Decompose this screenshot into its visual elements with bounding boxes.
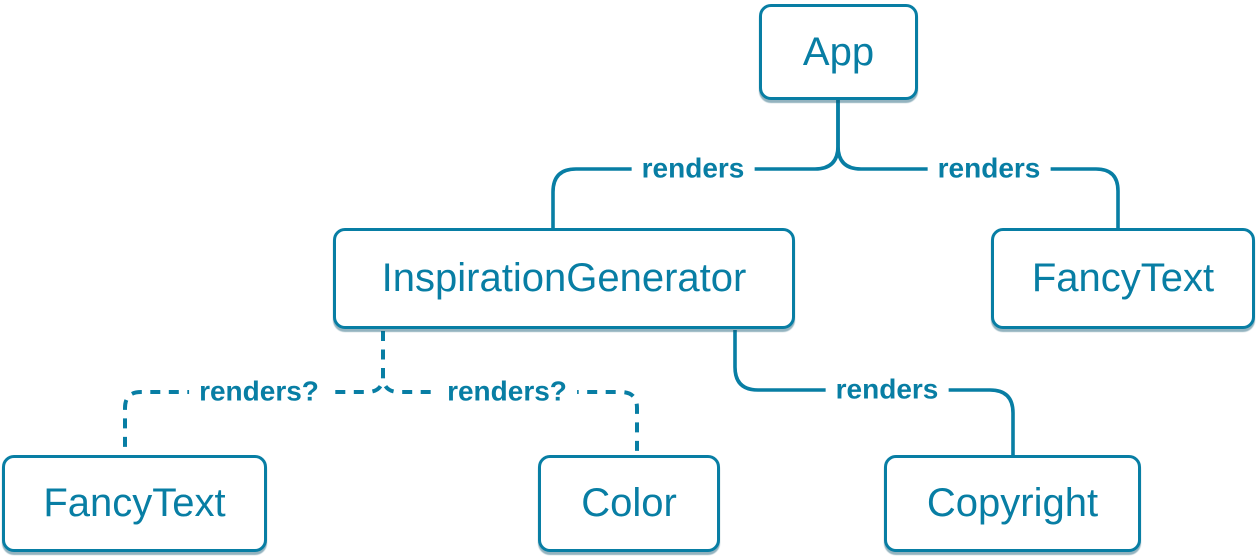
node-color-label: Color — [581, 481, 677, 525]
node-color: Color — [538, 455, 720, 552]
node-fancy-text-bottom: FancyText — [2, 455, 267, 552]
edge-label-inspiration-generator-fancy-text-bottom: renders? — [189, 374, 329, 410]
edge-label-app-fancy-text-top: renders — [927, 151, 1051, 187]
edge-inspiration-generator-to-fancy-text-bottom — [123, 331, 385, 455]
node-fancy-text-bottom-label: FancyText — [43, 481, 226, 525]
edge-label-inspiration-generator-color: renders? — [437, 374, 577, 410]
node-fancy-text-top-label: FancyText — [1031, 256, 1215, 300]
edge-label-inspiration-generator-copyright: renders — [825, 372, 949, 408]
node-inspiration-generator: InspirationGenerator — [333, 228, 795, 329]
node-inspiration-generator-label: InspirationGenerator — [381, 256, 747, 300]
node-app-label: App — [802, 29, 875, 74]
node-app: App — [759, 4, 918, 100]
node-fancy-text-top: FancyText — [991, 228, 1255, 329]
edge-label-app-inspiration-generator: renders — [631, 151, 755, 187]
node-copyright-label: Copyright — [926, 481, 1099, 525]
node-copyright: Copyright — [884, 455, 1141, 552]
